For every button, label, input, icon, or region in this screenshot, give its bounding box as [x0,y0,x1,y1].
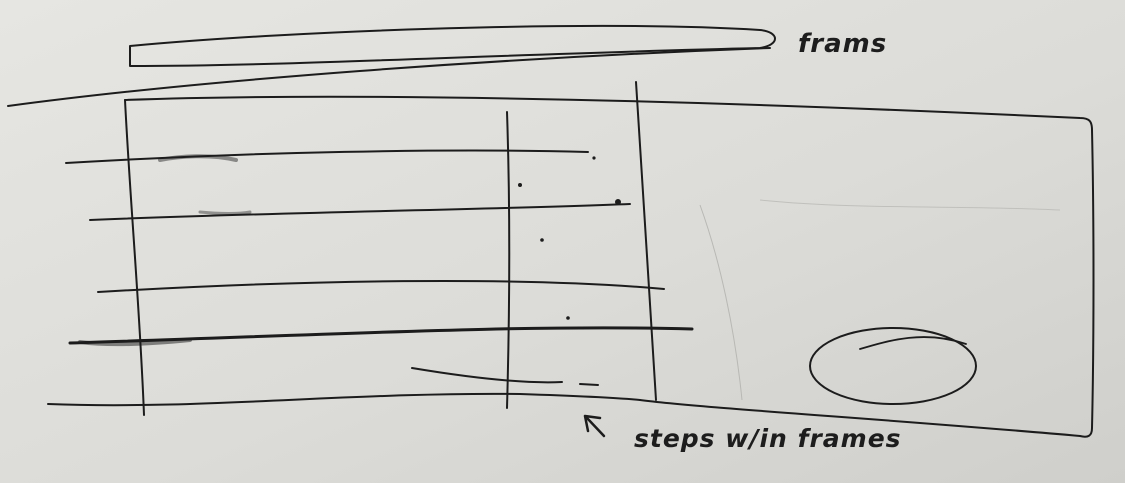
faint-guide-line [699,204,743,401]
faint-guide-line [759,199,1061,211]
pencil-smudge [78,338,192,347]
frames-label: frams [798,29,887,59]
main-window-frame [124,95,1095,438]
cell-dot [615,199,621,205]
table-column-divider [506,111,511,409]
table-right-border [635,81,657,401]
cursor-arrow-icon [583,414,606,438]
oval-control [809,327,977,405]
frames-bracket [129,24,776,67]
oval-inner-stroke [859,336,967,350]
table-left-border [124,99,145,416]
table-row-line [65,149,589,164]
frames-pointer-line [7,47,771,107]
table-row-line [97,279,665,293]
table-row-line-short [411,367,563,384]
pencil-smudge [198,210,252,215]
cell-dot [518,183,522,187]
cell-dot [592,156,596,160]
pencil-smudge [158,154,238,162]
cell-dot [540,238,544,242]
table-row-line-dash [579,383,599,386]
table-bottom-line [47,392,641,407]
steps-label: steps w/in frames [634,424,902,453]
table-row-line [68,326,694,345]
table-row-line [89,203,631,221]
cell-dot [566,316,570,320]
